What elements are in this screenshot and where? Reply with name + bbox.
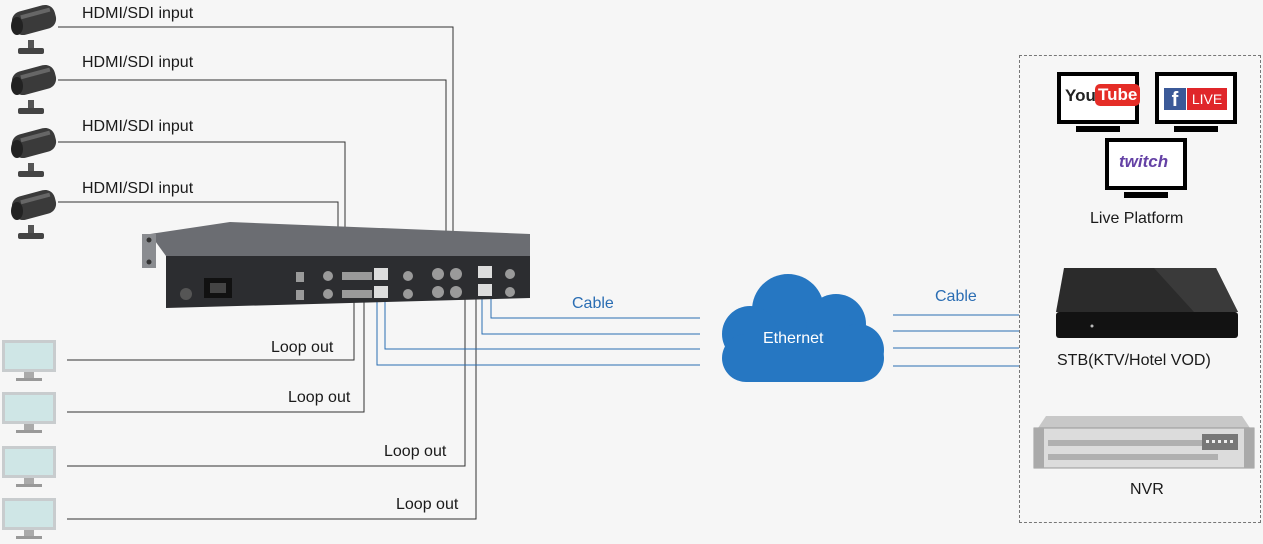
cable-label-right: Cable — [935, 288, 977, 305]
monitor-stand-icon — [1076, 126, 1120, 132]
loopout-wire-2 — [67, 298, 365, 413]
loopout-label-4: Loop out — [396, 496, 459, 513]
youtube-screen: You Tube — [1057, 72, 1141, 124]
stb-box-icon — [1056, 268, 1238, 338]
eth-wire-4 — [376, 300, 700, 366]
loopout-wire-4 — [67, 292, 477, 520]
camera-icon — [11, 189, 57, 239]
eth-wire-3 — [384, 300, 700, 350]
facebook-icon: f — [1164, 88, 1186, 111]
eth-wire-2 — [481, 292, 700, 335]
ethernet-cloud-icon — [722, 274, 884, 382]
loopout-wire-3 — [67, 292, 466, 467]
nvr-rack-icon — [1033, 416, 1255, 469]
twitch-screen: twitch — [1105, 138, 1187, 190]
monitor-stand-icon — [1124, 192, 1168, 198]
camera-icon — [11, 127, 57, 177]
live-platform-label: Live Platform — [1090, 210, 1184, 227]
monitor-icon — [2, 498, 56, 539]
input-label-2: HDMI/SDI input — [82, 54, 194, 71]
monitor-stand-icon — [1174, 126, 1218, 132]
encoder-device-icon — [142, 222, 530, 308]
input-label-1: HDMI/SDI input — [82, 5, 194, 22]
youtube-you-text: You — [1065, 86, 1096, 105]
loopout-label-3: Loop out — [384, 443, 447, 460]
youtube-tube-text: Tube — [1095, 84, 1141, 106]
destination-panel — [1019, 55, 1261, 523]
stb-label: STB(KTV/Hotel VOD) — [1057, 352, 1211, 369]
twitch-logo: twitch — [1119, 152, 1169, 171]
input-label-4: HDMI/SDI input — [82, 180, 194, 197]
ethernet-label: Ethernet — [763, 330, 824, 347]
facebook-live-screen: f LIVE — [1155, 72, 1237, 124]
input-label-3: HDMI/SDI input — [82, 118, 194, 135]
monitor-icon — [2, 340, 56, 381]
input-wire-1 — [58, 26, 454, 268]
cable-label-left: Cable — [572, 295, 614, 312]
camera-icon — [11, 4, 57, 54]
loopout-wire-1 — [67, 298, 355, 361]
facebook-live-badge: LIVE — [1187, 88, 1227, 110]
loopout-label-1: Loop out — [271, 339, 334, 356]
camera-icon — [11, 64, 57, 114]
input-wire-2 — [58, 79, 447, 268]
monitor-icon — [2, 446, 56, 487]
loopout-label-2: Loop out — [288, 389, 351, 406]
nvr-label: NVR — [1130, 481, 1164, 498]
monitor-icon — [2, 392, 56, 433]
